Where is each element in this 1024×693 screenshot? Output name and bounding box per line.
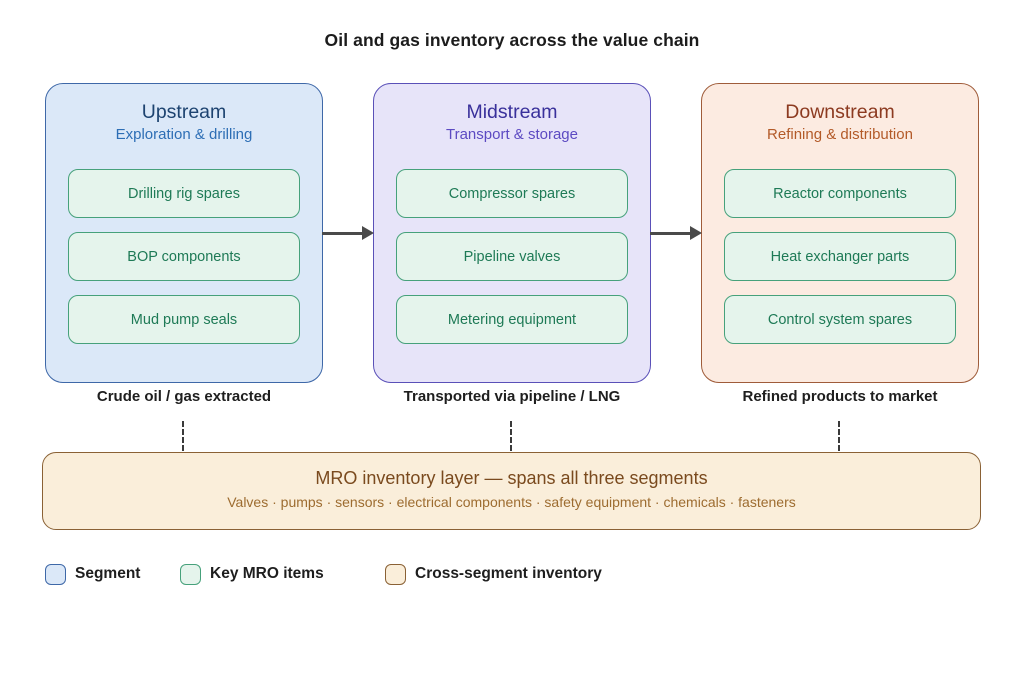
arrow-head bbox=[362, 226, 374, 240]
segment-upstream: Upstream Exploration & drilling Drilling… bbox=[45, 83, 323, 383]
mro-item-pill: Drilling rig spares bbox=[68, 169, 300, 218]
segment-midstream: Midstream Transport & storage Compressor… bbox=[373, 83, 651, 383]
legend-item-cross-segment: Cross-segment inventory bbox=[385, 562, 602, 586]
arrow-right-icon bbox=[650, 226, 702, 241]
segment-upstream-subtitle: Exploration & drilling bbox=[115, 126, 253, 143]
mro-item-pill: Reactor components bbox=[724, 169, 956, 218]
legend-item-key-mro: Key MRO items bbox=[180, 562, 324, 586]
legend-label: Segment bbox=[75, 565, 141, 582]
legend-label: Key MRO items bbox=[210, 565, 324, 582]
mro-item-pill: Heat exchanger parts bbox=[724, 232, 956, 281]
midstream-flow-label: Transported via pipeline / LNG bbox=[403, 388, 621, 405]
arrow-shaft bbox=[650, 232, 692, 236]
mro-item-pill: Compressor spares bbox=[396, 169, 628, 218]
dashed-connector bbox=[510, 421, 512, 451]
legend-swatch-cross-segment bbox=[385, 563, 406, 585]
arrow-right-icon bbox=[322, 226, 374, 241]
legend-swatch-segment bbox=[45, 563, 66, 585]
mro-layer-subtitle: Valves · pumps · sensors · electrical co… bbox=[227, 494, 796, 510]
mro-layer-title: MRO inventory layer — spans all three se… bbox=[315, 468, 708, 488]
mro-item-pill: Metering equipment bbox=[396, 295, 628, 344]
mro-item-pill: Pipeline valves bbox=[396, 232, 628, 281]
arrow-shaft bbox=[322, 232, 364, 236]
legend-label: Cross-segment inventory bbox=[415, 565, 602, 582]
segment-downstream: Downstream Refining & distribution React… bbox=[701, 83, 979, 383]
downstream-flow-label: Refined products to market bbox=[742, 388, 938, 405]
mro-inventory-layer: MRO inventory layer — spans all three se… bbox=[42, 452, 981, 530]
mro-item-pill: BOP components bbox=[68, 232, 300, 281]
segment-upstream-title: Upstream bbox=[141, 101, 227, 123]
arrow-head bbox=[690, 226, 702, 240]
segment-downstream-subtitle: Refining & distribution bbox=[767, 126, 913, 143]
mro-item-pill: Mud pump seals bbox=[68, 295, 300, 344]
segment-midstream-title: Midstream bbox=[466, 101, 558, 123]
diagram-title: Oil and gas inventory across the value c… bbox=[324, 30, 700, 50]
segment-downstream-title: Downstream bbox=[785, 101, 895, 123]
mro-item-pill: Control system spares bbox=[724, 295, 956, 344]
upstream-flow-label: Crude oil / gas extracted bbox=[96, 388, 272, 405]
dashed-connector bbox=[182, 421, 184, 451]
legend-item-segment: Segment bbox=[45, 562, 140, 586]
legend-swatch-key-mro bbox=[180, 563, 201, 585]
dashed-connector bbox=[838, 421, 840, 451]
segment-midstream-subtitle: Transport & storage bbox=[445, 126, 578, 143]
